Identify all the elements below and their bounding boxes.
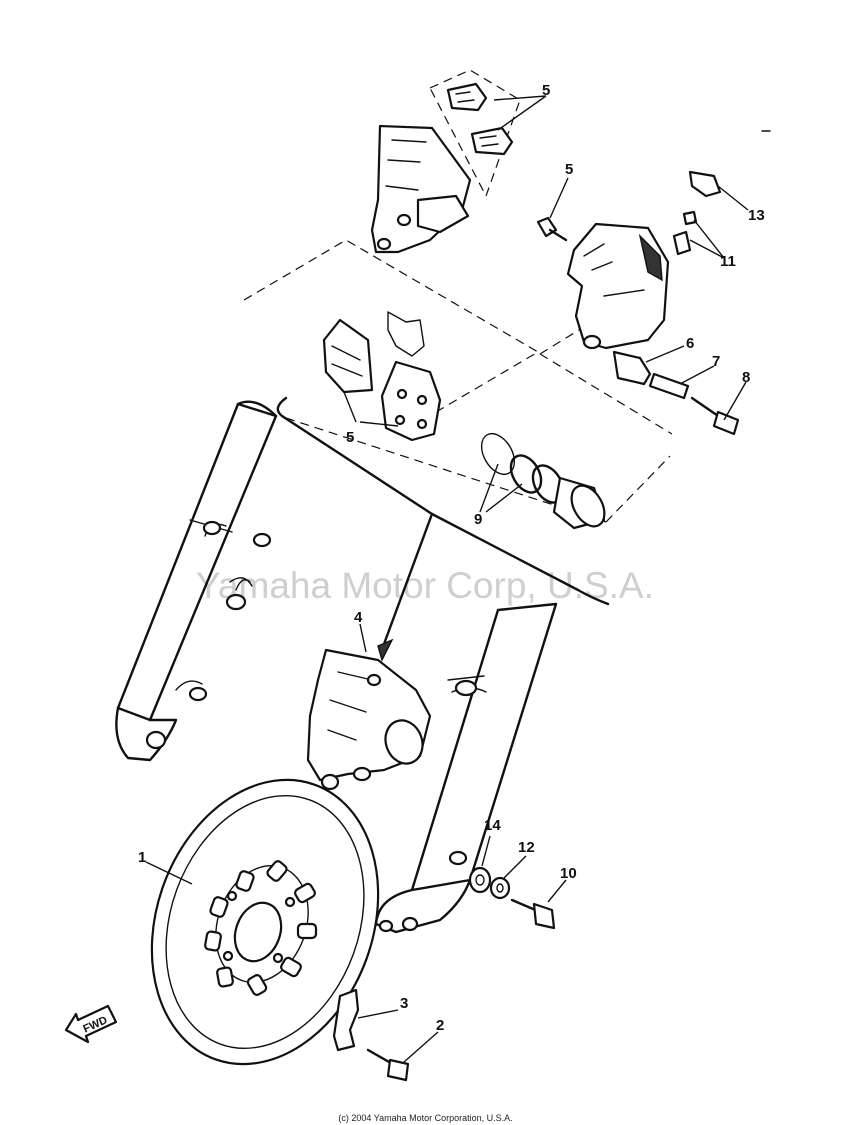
piston-seals [480, 433, 565, 504]
callout-8: 8 [742, 369, 750, 386]
forward-arrow-icon: FWD [64, 1004, 118, 1044]
caliper-bracket [370, 124, 472, 254]
pad-spring-b [470, 126, 514, 156]
callout-5-top: 5 [542, 82, 550, 99]
callout-13: 12 [518, 839, 535, 856]
washer-13 [489, 876, 511, 900]
copyright-notice: (c) 2004 Yamaha Motor Corporation, U.S.A… [338, 1113, 513, 1123]
callout-11: 13 [748, 207, 765, 224]
callout-14: 14 [484, 817, 501, 834]
callout-9: 11 [720, 253, 736, 270]
bolt-12 [510, 898, 556, 930]
brake-disc [150, 778, 380, 1066]
leader-lines [145, 95, 749, 1063]
callout-1: 1 [138, 849, 146, 866]
arrow-head [377, 638, 394, 662]
bleed-cap [688, 170, 722, 198]
callout-labels: 5 5 13 11 6 7 8 5 9 4 1 3 2 14 12 10 [138, 82, 765, 1034]
lock-washer-3 [332, 988, 360, 1052]
pad-spring-a [446, 82, 488, 112]
callout-5-pads: 5 [346, 429, 354, 446]
callout-5-bolt: 5 [565, 161, 573, 178]
callout-2: 2 [436, 1017, 444, 1034]
bleed-screw [672, 210, 698, 256]
fork-leg-left [115, 400, 278, 762]
pad-shim [387, 311, 425, 357]
callout-4: 4 [354, 609, 363, 626]
fork-leg-right [374, 602, 558, 934]
callout-6: 6 [686, 335, 694, 352]
callout-3: 3 [400, 995, 408, 1012]
brake-pad-a [322, 318, 374, 394]
caliper-body [566, 222, 670, 350]
caliper-assembly [306, 648, 432, 791]
brake-pad-b [380, 360, 442, 442]
exploded-view-arrow [382, 512, 434, 646]
bolt-2 [366, 1048, 410, 1082]
bolt-8 [690, 396, 740, 436]
callout-10: 9 [474, 511, 482, 528]
callout-7: 7 [712, 353, 720, 370]
callout-12: 10 [560, 865, 577, 882]
bolt-5 [536, 216, 568, 242]
boot-6 [612, 350, 652, 386]
caliper-piston [552, 476, 606, 530]
washer-14 [468, 866, 492, 894]
pin-7 [648, 372, 690, 400]
watermark: Yamaha Motor Corp, U.S.A. [196, 565, 654, 606]
